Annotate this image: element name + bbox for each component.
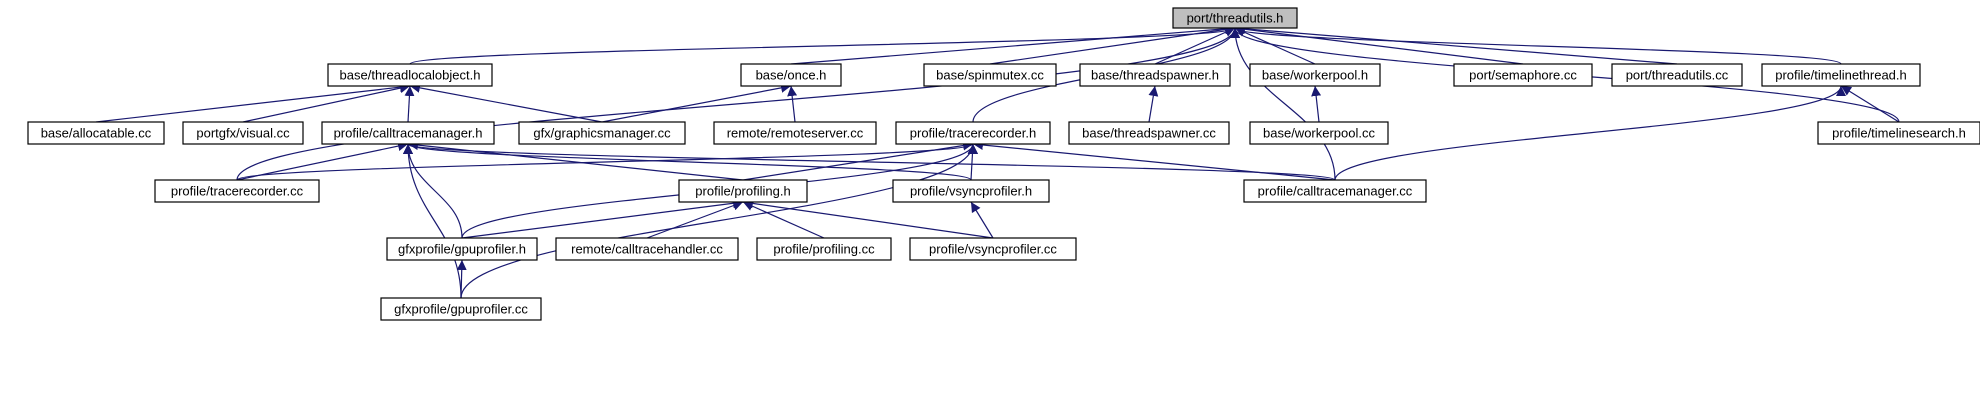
node-label: base/allocatable.cc <box>41 126 152 141</box>
node-label: base/once.h <box>756 68 827 83</box>
nodes-layer: port/threadutils.h base/threadlocalobjec… <box>27 7 1980 321</box>
node-threadlocalobject-h[interactable]: base/threadlocalobject.h <box>327 63 493 87</box>
edge-threadutils_cc-to-root <box>1234 23 1678 65</box>
edge-vsyncprofiler_cc-to-profiling_h <box>742 198 994 239</box>
node-label: base/workerpool.cc <box>1263 126 1375 141</box>
edge-gpuprofiler_cc-to-calltracemanager_h <box>403 143 462 299</box>
edge-gpuprofiler_cc-to-gpuprofiler_h <box>456 259 467 299</box>
node-spinmutex-cc[interactable]: base/spinmutex.cc <box>923 63 1057 87</box>
node-label: base/spinmutex.cc <box>936 68 1044 83</box>
edge-threadspawner_cc-to-threadspawner_h <box>1148 85 1159 123</box>
edge-workerpool_h-to-root <box>1234 27 1316 65</box>
node-timelinethread-h[interactable]: profile/timelinethread.h <box>1761 63 1921 87</box>
node-remoteserver-cc[interactable]: remote/remoteserver.cc <box>713 121 877 145</box>
node-label: base/threadlocalobject.h <box>340 68 481 83</box>
node-workerpool-h[interactable]: base/workerpool.h <box>1249 63 1381 87</box>
node-calltracehandler-cc[interactable]: remote/calltracehandler.cc <box>555 237 739 261</box>
node-gpuprofiler-cc[interactable]: gfxprofile/gpuprofiler.cc <box>380 297 542 321</box>
edge-semaphore_cc-to-root <box>1234 24 1524 65</box>
node-label: profile/tracerecorder.cc <box>171 184 304 199</box>
node-label: port/semaphore.cc <box>1469 68 1577 83</box>
node-label: port/threadutils.h <box>1187 11 1284 26</box>
edges-layer <box>95 23 1900 299</box>
edge-calltracemanager_cc-to-calltracemanager_h <box>403 143 1336 181</box>
node-profiling-cc[interactable]: profile/profiling.cc <box>756 237 892 261</box>
node-gpuprofiler-h[interactable]: gfxprofile/gpuprofiler.h <box>386 237 538 261</box>
edge-graphicsmanager_cc-to-once_h <box>601 82 792 123</box>
edge-vsyncprofiler_h-to-calltracemanager_h <box>403 143 972 181</box>
node-label: profile/calltracemanager.h <box>334 126 483 141</box>
edge-calltracemanager_cc-to-timelinethread_h <box>1334 85 1846 181</box>
node-label: base/workerpool.h <box>1262 68 1368 83</box>
node-threadutils-cc[interactable]: port/threadutils.cc <box>1611 63 1743 87</box>
edge-once_h-to-root <box>790 23 1236 65</box>
node-label: profile/profiling.h <box>695 184 790 199</box>
node-semaphore-cc[interactable]: port/semaphore.cc <box>1453 63 1593 87</box>
node-label: profile/tracerecorder.h <box>910 126 1036 141</box>
node-graphicsmanager-cc[interactable]: gfx/graphicsmanager.cc <box>518 121 686 145</box>
node-vsyncprofiler-h[interactable]: profile/vsyncprofiler.h <box>892 179 1050 203</box>
node-label: gfxprofile/gpuprofiler.h <box>398 242 526 257</box>
edge-profiling_h-to-tracerecorder_h <box>742 140 974 181</box>
node-threadspawner-cc[interactable]: base/threadspawner.cc <box>1068 121 1230 145</box>
edge-timelinesearch_h-to-timelinethread_h <box>1840 85 1900 123</box>
node-label: gfxprofile/gpuprofiler.cc <box>394 302 528 317</box>
node-once-h[interactable]: base/once.h <box>740 63 842 87</box>
node-label: portgfx/visual.cc <box>196 126 290 141</box>
node-label: profile/vsyncprofiler.h <box>910 184 1032 199</box>
node-threadutils-h-root[interactable]: port/threadutils.h <box>1172 7 1298 29</box>
edge-graphicsmanager_cc-to-threadlocalobject_h <box>409 82 603 123</box>
node-label: gfx/graphicsmanager.cc <box>533 126 671 141</box>
edge-gpuprofiler_h-to-profiling_h <box>461 198 744 239</box>
node-label: profile/calltracemanager.cc <box>1258 184 1413 199</box>
node-label: profile/timelinesearch.h <box>1832 126 1966 141</box>
edge-workerpool_cc-to-workerpool_h <box>1311 85 1322 123</box>
node-label: profile/profiling.cc <box>773 242 875 257</box>
node-label: port/threadutils.cc <box>1626 68 1729 83</box>
node-visual-cc[interactable]: portgfx/visual.cc <box>182 121 304 145</box>
node-timelinesearch-h[interactable]: profile/timelinesearch.h <box>1817 121 1980 145</box>
edge-calltracemanager_h-to-threadlocalobject_h <box>404 85 415 123</box>
edge-threadspawner_h-to-root <box>1154 27 1236 65</box>
node-label: base/threadspawner.cc <box>1082 126 1216 141</box>
node-profiling-h[interactable]: profile/profiling.h <box>678 179 808 203</box>
edge-tracerecorder_cc-to-calltracemanager_h <box>236 141 409 181</box>
edge-timelinethread_h-to-root <box>1230 27 1842 65</box>
node-calltracemanager-h[interactable]: profile/calltracemanager.h <box>321 121 495 145</box>
edge-calltracemanager_cc-to-tracerecorder_h <box>972 140 1336 181</box>
edge-allocatable_cc-to-threadlocalobject_h <box>95 82 411 123</box>
edge-tracerecorder_cc-to-root <box>236 27 1240 181</box>
edge-vsyncprofiler_cc-to-vsyncprofiler_h <box>970 201 994 239</box>
node-tracerecorder-cc[interactable]: profile/tracerecorder.cc <box>154 179 320 203</box>
node-label: profile/vsyncprofiler.cc <box>929 242 1057 257</box>
node-threadspawner-h[interactable]: base/threadspawner.h <box>1079 63 1231 87</box>
edge-spinmutex_cc-to-root <box>989 24 1236 65</box>
edge-gpuprofiler_cc-to-tracerecorder_h <box>460 143 978 299</box>
edge-calltracemanager_cc-to-root <box>1230 27 1336 181</box>
edge-profiling_cc-to-profiling_h <box>742 201 825 239</box>
node-label: remote/calltracehandler.cc <box>571 242 723 257</box>
edge-calltracehandler_cc-to-profiling_h <box>646 200 744 239</box>
node-vsyncprofiler-cc[interactable]: profile/vsyncprofiler.cc <box>909 237 1077 261</box>
node-label: base/threadspawner.h <box>1091 68 1219 83</box>
node-label: remote/remoteserver.cc <box>727 126 864 141</box>
edge-remoteserver_cc-to-once_h <box>787 85 798 123</box>
node-label: profile/timelinethread.h <box>1775 68 1907 83</box>
node-allocatable-cc[interactable]: base/allocatable.cc <box>27 121 165 145</box>
node-workerpool-cc[interactable]: base/workerpool.cc <box>1249 121 1389 145</box>
edge-threadlocalobject_h-to-root <box>409 27 1240 65</box>
edge-gpuprofiler_h-to-calltracemanager_h <box>403 143 463 239</box>
node-calltracemanager-cc[interactable]: profile/calltracemanager.cc <box>1243 179 1427 203</box>
node-tracerecorder-h[interactable]: profile/tracerecorder.h <box>895 121 1051 145</box>
edge-visual_cc-to-threadlocalobject_h <box>242 83 411 123</box>
